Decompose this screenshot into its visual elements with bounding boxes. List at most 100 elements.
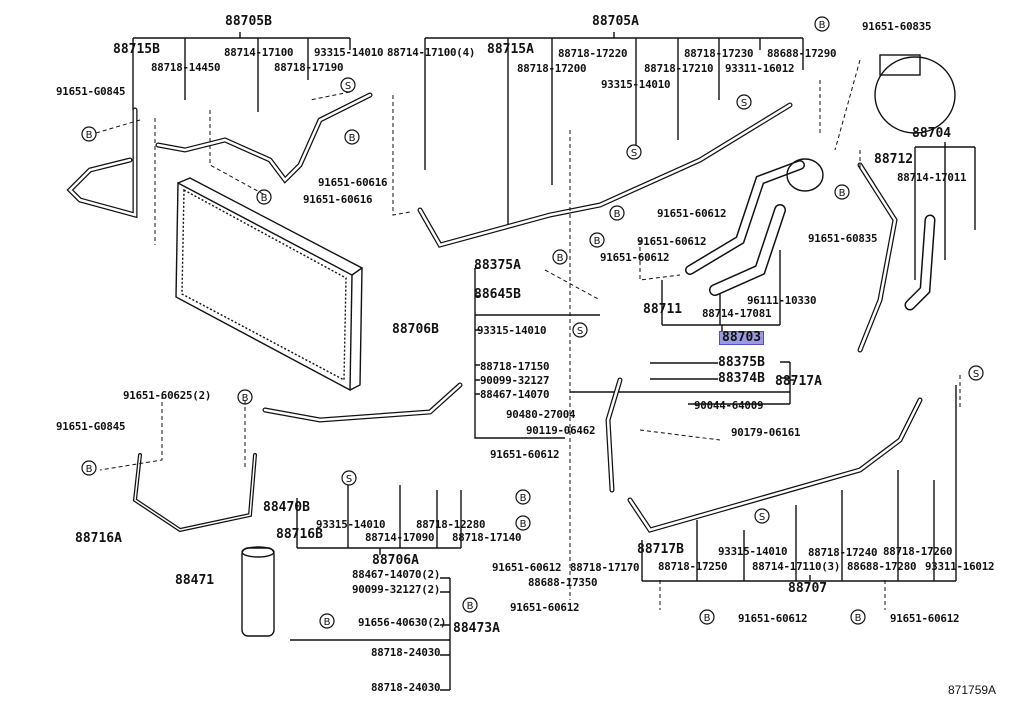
part-label[interactable]: 91651-60612 [890, 612, 960, 625]
part-label-88703-highlighted[interactable]: 88703 [719, 331, 765, 345]
part-label[interactable]: 88718-24030 [371, 646, 441, 659]
part-label-88704[interactable]: 88704 [912, 126, 952, 141]
svg-text:B: B [557, 253, 564, 264]
part-label-88706A[interactable]: 88706A [372, 553, 419, 568]
part-label[interactable]: 91651-60612 [657, 207, 727, 220]
part-label[interactable]: 88714-17110(3) [752, 560, 841, 573]
bolt-symbol-icon: B [850, 609, 866, 625]
bolt-symbol-icon: B [699, 609, 715, 625]
part-label[interactable]: 88714-17011 [897, 171, 967, 184]
part-label[interactable]: 91651-60612 [738, 612, 808, 625]
part-label[interactable]: 88718-14450 [151, 61, 221, 74]
part-label[interactable]: 88718-17250 [658, 560, 728, 573]
part-label-88717A[interactable]: 88717A [775, 374, 822, 389]
part-label-88705B[interactable]: 88705B [225, 14, 272, 29]
bolt-symbol-icon: B [834, 184, 850, 200]
part-label[interactable]: 88467-14070 [480, 388, 550, 401]
part-label[interactable]: 88714-17100(4) [387, 46, 476, 59]
part-label[interactable]: 91651-60612 [637, 235, 707, 248]
svg-text:S: S [741, 98, 747, 109]
part-label[interactable]: 88718-17260 [883, 545, 953, 558]
part-label[interactable]: 91656-40630(2) [358, 616, 447, 629]
part-label-88375A[interactable]: 88375A [474, 258, 521, 273]
part-label[interactable]: 93315-14010 [316, 518, 386, 531]
part-label[interactable]: 93315-14010 [718, 545, 788, 558]
part-label[interactable]: 88714-17081 [702, 307, 772, 320]
part-label[interactable]: 88718-17140 [452, 531, 522, 544]
part-label[interactable]: 88718-17210 [644, 62, 714, 75]
part-label[interactable]: 88718-17150 [480, 360, 550, 373]
part-label[interactable]: 91651-G0845 [56, 420, 126, 433]
part-label[interactable]: 91651-60612 [492, 561, 562, 574]
part-label[interactable]: 90480-27004 [506, 408, 576, 421]
part-label[interactable]: 90044-64009 [694, 399, 764, 412]
part-label[interactable]: 93311-16012 [725, 62, 795, 75]
part-label[interactable]: 88718-17200 [517, 62, 587, 75]
part-label[interactable]: 90119-06462 [526, 424, 596, 437]
part-label-88473A[interactable]: 88473A [453, 621, 500, 636]
compressor [874, 54, 956, 134]
svg-text:S: S [973, 369, 979, 380]
part-label[interactable]: 91651-G0845 [56, 85, 126, 98]
part-label-88470B[interactable]: 88470B [263, 500, 310, 515]
bolt-symbol-icon: B [237, 389, 253, 405]
part-label[interactable]: 93311-16012 [925, 560, 995, 573]
part-label[interactable]: 93315-14010 [314, 46, 384, 59]
part-label-88716B[interactable]: 88716B [276, 527, 323, 542]
part-label[interactable]: 88718-12280 [416, 518, 486, 531]
part-label[interactable]: 91651-60835 [862, 20, 932, 33]
part-label[interactable]: 88688-17290 [767, 47, 837, 60]
part-label[interactable]: 93315-14010 [601, 78, 671, 91]
part-label[interactable]: 88718-17190 [274, 61, 344, 74]
part-label[interactable]: 90179-06161 [731, 426, 801, 439]
part-label-88715A[interactable]: 88715A [487, 42, 534, 57]
muffler [786, 158, 824, 192]
screw-symbol-icon: S [754, 508, 770, 524]
part-label[interactable]: 93315-14010 [477, 324, 547, 337]
bolt-symbol-icon: B [515, 489, 531, 505]
part-label-88715B[interactable]: 88715B [113, 42, 160, 57]
part-label[interactable]: 88467-14070(2) [352, 568, 441, 581]
screw-symbol-icon: S [736, 94, 752, 110]
part-label[interactable]: 96111-10330 [747, 294, 817, 307]
part-label[interactable]: 88714-17090 [365, 531, 435, 544]
part-label[interactable]: 88714-17100 [224, 46, 294, 59]
part-label[interactable]: 91651-60616 [303, 193, 373, 206]
bolt-symbol-icon: B [462, 597, 478, 613]
part-label[interactable]: 90099-32127 [480, 374, 550, 387]
part-label[interactable]: 88718-17220 [558, 47, 628, 60]
screw-symbol-icon: S [968, 365, 984, 381]
condenser [175, 177, 364, 392]
part-label[interactable]: 88718-24030 [371, 681, 441, 694]
part-label[interactable]: 88688-17350 [528, 576, 598, 589]
part-label[interactable]: 88718-17170 [570, 561, 640, 574]
part-label-88375B[interactable]: 88375B [718, 355, 765, 370]
part-label-88711[interactable]: 88711 [643, 302, 683, 317]
part-label-88706B[interactable]: 88706B [392, 322, 439, 337]
part-label-88705A[interactable]: 88705A [592, 14, 639, 29]
part-label-88707[interactable]: 88707 [788, 581, 828, 596]
receiver-dryer [241, 546, 275, 637]
svg-text:B: B [324, 617, 331, 628]
part-label[interactable]: 91651-60612 [490, 448, 560, 461]
part-label[interactable]: 88688-17280 [847, 560, 917, 573]
part-label[interactable]: 91651-60612 [510, 601, 580, 614]
part-label[interactable]: 91651-60625(2) [123, 389, 212, 402]
part-label[interactable]: 88718-17230 [684, 47, 754, 60]
part-label-88712[interactable]: 88712 [874, 152, 914, 167]
part-label-88471[interactable]: 88471 [175, 573, 215, 588]
part-label-88374B[interactable]: 88374B [718, 371, 765, 386]
part-label[interactable]: 88718-17240 [808, 546, 878, 559]
part-label[interactable]: 90099-32127(2) [352, 583, 441, 596]
part-label[interactable]: 91651-60612 [600, 251, 670, 264]
part-label[interactable]: 91651-60835 [808, 232, 878, 245]
svg-text:B: B [594, 236, 601, 247]
part-label-88716A[interactable]: 88716A [75, 531, 122, 546]
part-label[interactable]: 91651-60616 [318, 176, 388, 189]
part-label-88645B[interactable]: 88645B [474, 287, 521, 302]
svg-text:B: B [520, 493, 527, 504]
part-label-88717B[interactable]: 88717B [637, 542, 684, 557]
